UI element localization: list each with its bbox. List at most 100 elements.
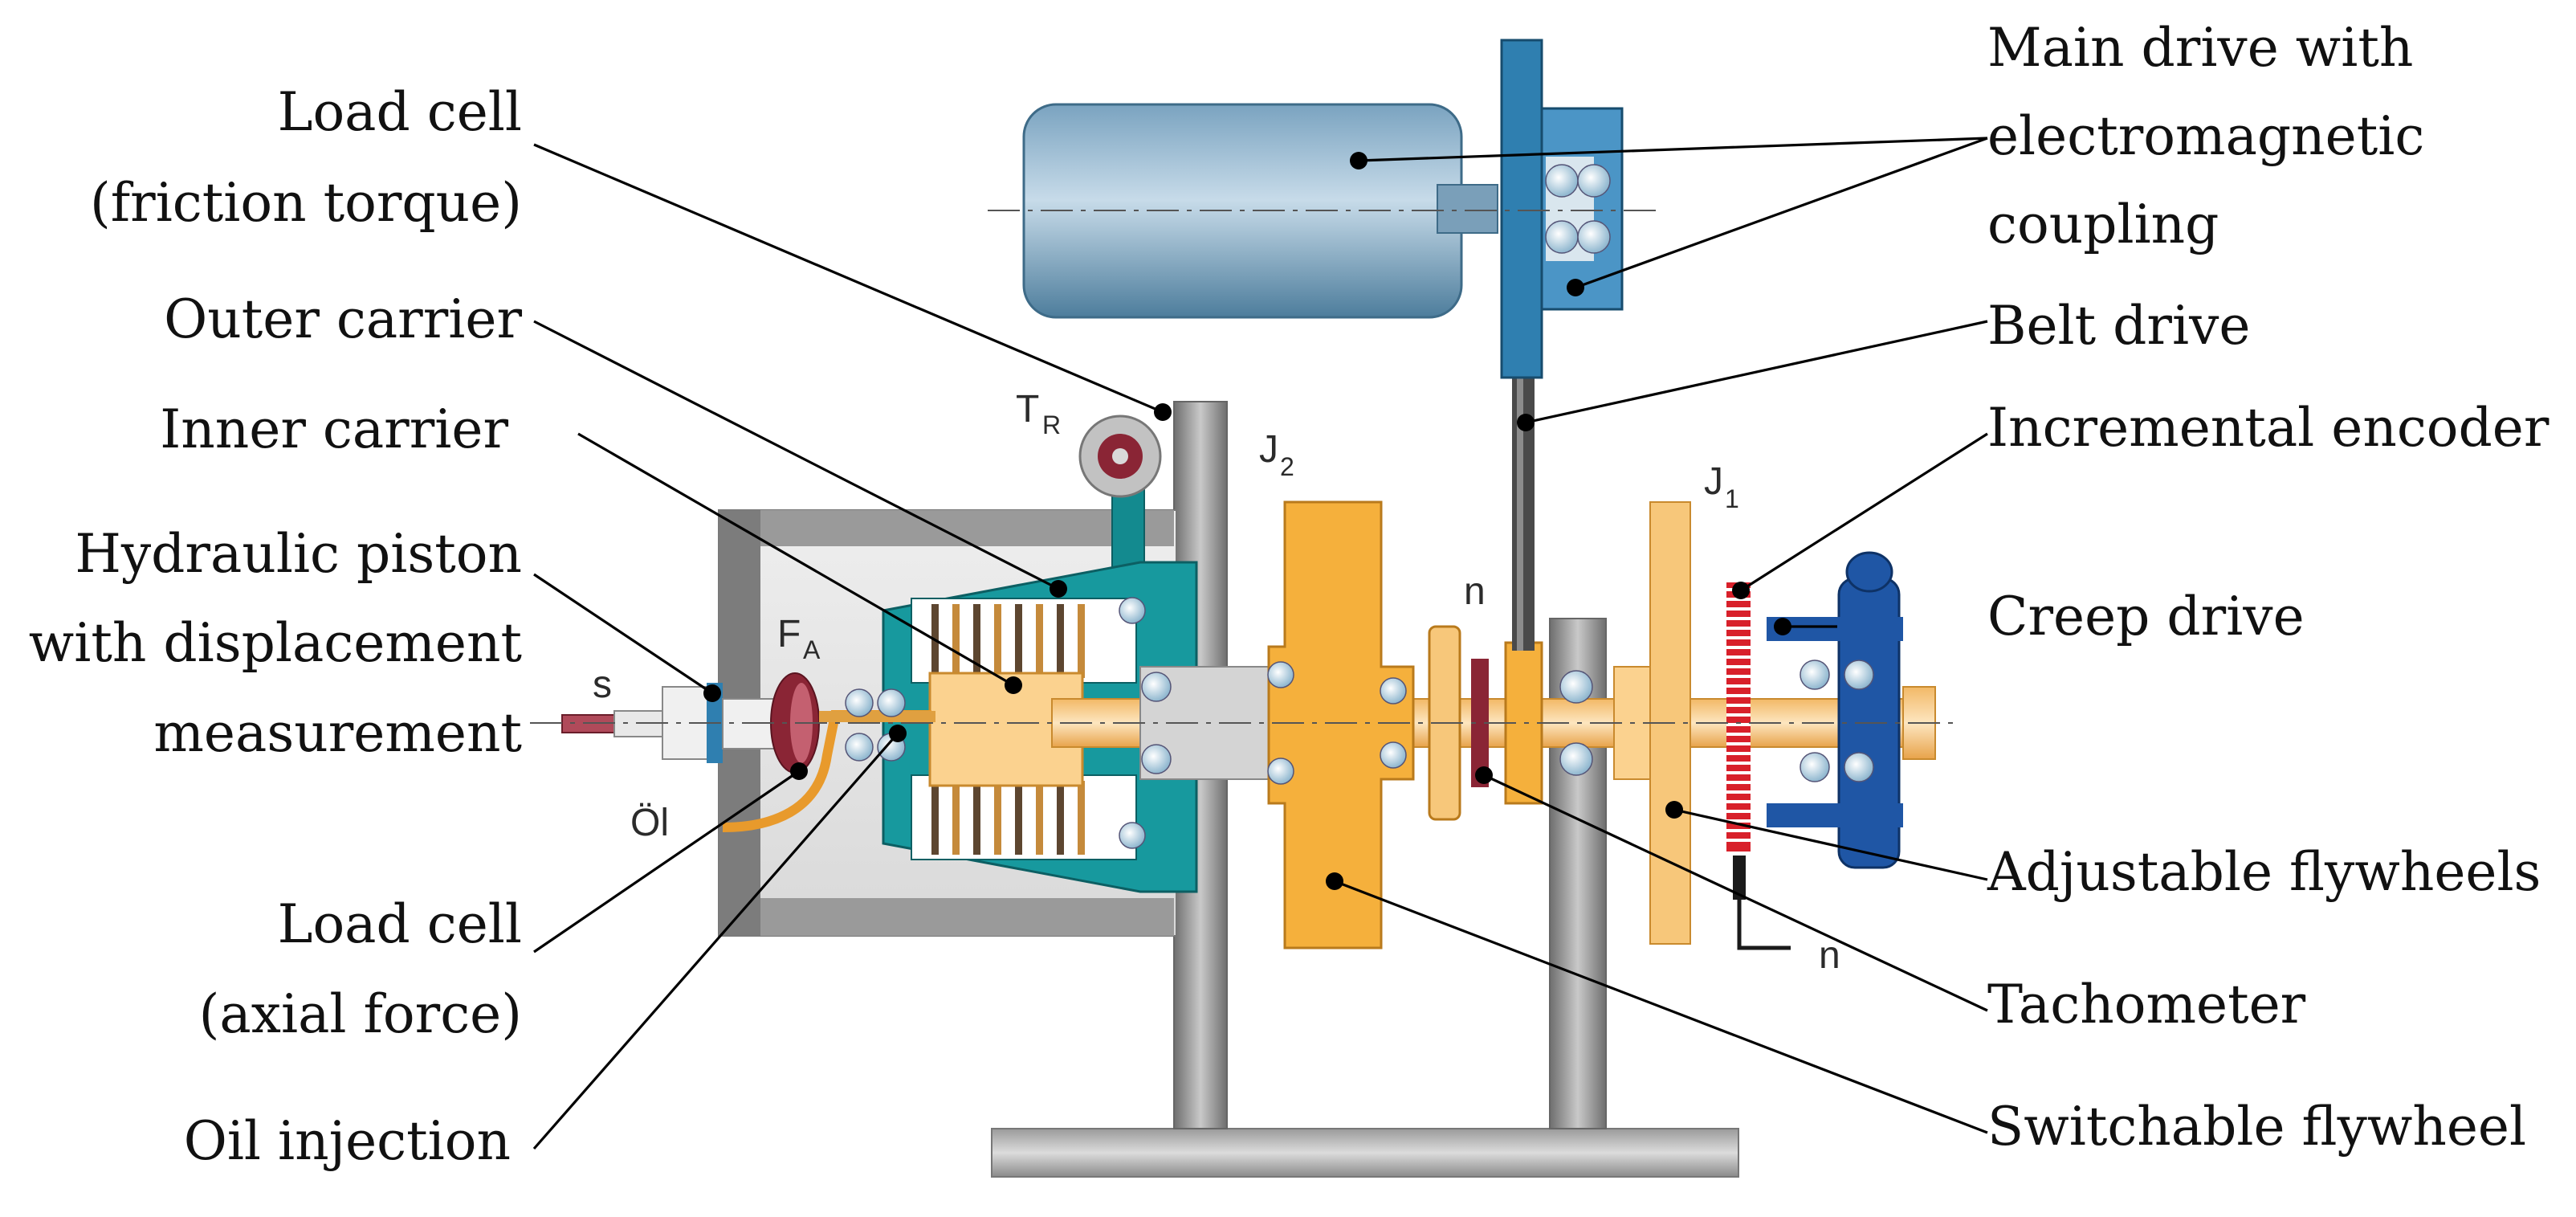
symbol-axial-force: F — [777, 613, 801, 655]
leader-oil-injection — [532, 732, 899, 1150]
encoder-tick — [1726, 800, 1751, 803]
symbol-friction-torque-sub: R — [1042, 410, 1061, 439]
encoder-tick — [1726, 771, 1751, 774]
leader-dot — [1475, 766, 1493, 784]
leader-dot — [703, 684, 721, 702]
switchable-flywheel — [1267, 500, 1415, 950]
leader-dot — [1774, 618, 1791, 635]
label-oil-injection: Oil injection — [184, 1110, 511, 1172]
encoder-tick — [1726, 790, 1751, 794]
leader-main-drive-motor — [1358, 137, 1988, 162]
leader-tachometer — [1483, 774, 1988, 1012]
encoder-tick — [1726, 665, 1751, 668]
label-switchable-flywheel: Switchable flywheel — [1987, 1096, 2526, 1158]
label-main-drive-line2: electromagnetic — [1987, 105, 2424, 167]
oil-line — [722, 710, 931, 832]
label-load-cell-axial-line1: Load cell — [278, 893, 522, 955]
labels-left: Load cell (friction torque) Outer carrie… — [29, 81, 523, 1172]
piston-rod — [819, 711, 935, 722]
encoder-tick — [1726, 752, 1751, 755]
encoder-ticks — [1726, 588, 1751, 842]
leader-dot — [1326, 872, 1343, 890]
label-outer-carrier: Outer carrier — [164, 288, 522, 350]
label-main-drive-line1: Main drive with — [1987, 17, 2413, 79]
label-load-cell-friction-line2: (friction torque) — [90, 172, 522, 234]
leader-adjustable-flywheels — [1673, 808, 1988, 881]
leader-incremental-encoder — [1740, 432, 1988, 592]
encoder-tick — [1726, 810, 1751, 813]
leader-switchable-flywheel — [1334, 880, 1988, 1134]
leader-inner-carrier — [577, 432, 1014, 687]
encoder-tick — [1726, 762, 1751, 765]
encoder-tick — [1726, 607, 1751, 611]
leader-dot — [1005, 676, 1022, 694]
label-creep-drive: Creep drive — [1987, 586, 2305, 647]
leader-dot — [1350, 152, 1367, 169]
encoder-tick — [1726, 723, 1751, 726]
symbol-inertia-1: J — [1704, 460, 1723, 503]
encoder-tick — [1726, 829, 1751, 832]
label-inner-carrier: Inner carrier — [160, 398, 508, 460]
leader-dot — [889, 725, 907, 742]
leader-dot — [1567, 279, 1584, 296]
encoder-tick — [1726, 742, 1751, 745]
encoder-tick — [1726, 704, 1751, 707]
symbol-friction-torque: T — [1016, 388, 1039, 431]
symbol-inertia-1-sub: 1 — [1725, 484, 1739, 513]
leader-dot — [1517, 414, 1535, 431]
label-adjustable-flywheels: Adjustable flywheels — [1987, 841, 2541, 903]
label-hydraulic-piston-line2: with displacement — [29, 612, 522, 674]
encoder-tick — [1726, 733, 1751, 736]
encoder-tick — [1726, 646, 1751, 649]
label-load-cell-axial-line2: (axial force) — [199, 983, 522, 1045]
encoder-tick — [1726, 627, 1751, 630]
leader-lines — [532, 137, 1988, 1150]
leader-main-drive-coupling — [1575, 137, 1988, 289]
leader-hydraulic-piston — [533, 573, 713, 695]
labels-right: Main drive with electromagnetic coupling… — [1987, 17, 2550, 1158]
label-hydraulic-piston-line3: measurement — [153, 702, 522, 764]
leader-load-cell-axial — [533, 770, 800, 954]
leader-belt-drive — [1525, 320, 1988, 424]
encoder-tick — [1726, 819, 1751, 823]
label-load-cell-friction-line1: Load cell — [278, 81, 522, 143]
symbol-inertia-2-sub: 2 — [1280, 452, 1294, 481]
belt-pulley — [1504, 370, 1543, 805]
label-tachometer: Tachometer — [1987, 974, 2306, 1035]
leader-dot — [1050, 580, 1067, 598]
label-belt-drive: Belt drive — [1987, 295, 2250, 357]
leader-dot — [790, 762, 808, 780]
symbols: T R F A s Öl J 2 J 1 n n — [593, 388, 1840, 977]
symbol-speed-tacho: n — [1464, 570, 1486, 613]
encoder-tick — [1726, 655, 1751, 659]
label-main-drive-line3: coupling — [1987, 194, 2219, 255]
leader-outer-carrier — [533, 320, 1059, 590]
encoder-tick — [1726, 781, 1751, 784]
encoder-tick — [1726, 617, 1751, 620]
symbol-inertia-2: J — [1259, 428, 1278, 471]
symbol-displacement: s — [593, 664, 612, 706]
incremental-encoder — [1726, 582, 1791, 950]
bearing-ball — [1559, 670, 1593, 704]
label-hydraulic-piston-line1: Hydraulic piston — [75, 523, 522, 585]
label-incremental-encoder: Incremental encoder — [1987, 397, 2550, 459]
base-plate — [991, 1128, 1739, 1178]
leader-dot — [1154, 403, 1172, 421]
encoder-tick — [1726, 839, 1751, 842]
machine-drawing — [530, 39, 1959, 1178]
symbol-axial-force-sub: A — [803, 635, 821, 664]
leader-load-cell-friction — [533, 143, 1164, 414]
electromagnetic-coupling — [1500, 39, 1624, 379]
encoder-tick — [1726, 713, 1751, 717]
encoder-tick — [1726, 636, 1751, 639]
leader-dot — [1732, 582, 1750, 599]
encoder-tick — [1726, 598, 1751, 601]
encoder-tick — [1726, 675, 1751, 678]
encoder-tick — [1726, 684, 1751, 688]
clutch-plates-lower — [931, 781, 1085, 855]
bearing-ball — [1559, 742, 1593, 776]
friction-torque-load-cell — [1078, 415, 1162, 583]
symbol-oil: Öl — [630, 802, 669, 844]
